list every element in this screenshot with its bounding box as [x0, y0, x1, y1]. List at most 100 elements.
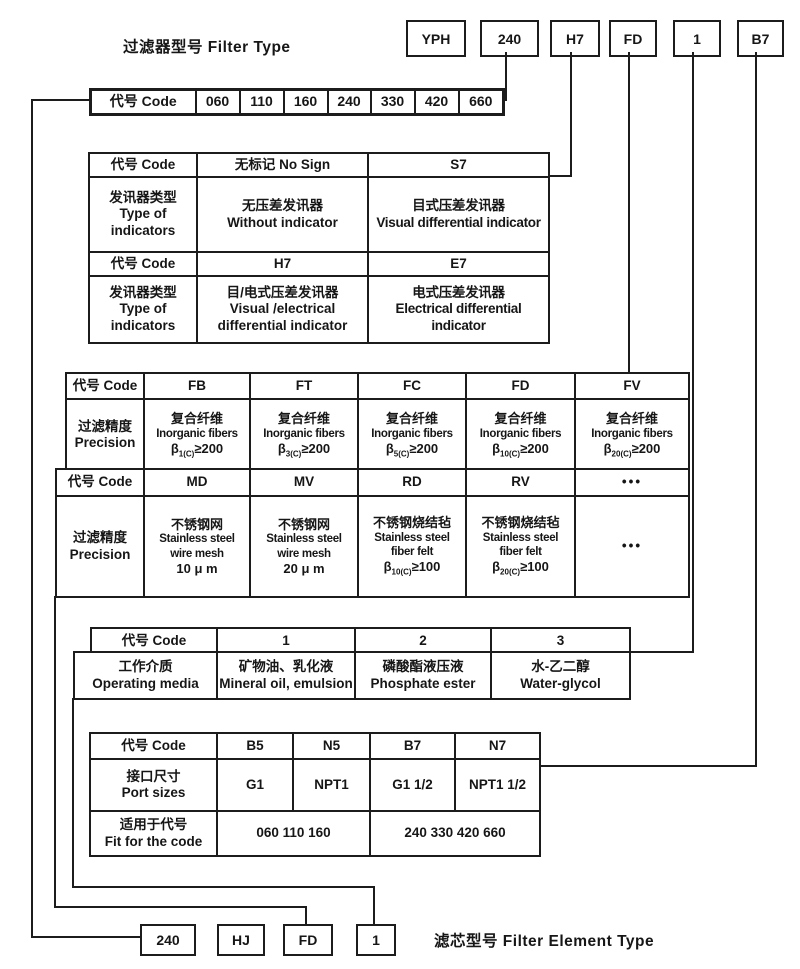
- cell: G1: [216, 758, 294, 812]
- cell: RD: [357, 468, 467, 497]
- connector-line: [570, 52, 572, 177]
- element-code-box-precision: FD: [283, 924, 333, 956]
- element-code-box-size: 240: [140, 924, 196, 956]
- connector-line: [31, 99, 91, 101]
- precision-cn: 复合纤维: [170, 410, 223, 426]
- cell: 不锈钢烧结毡 Stainless steel fiber felt β10(C)…: [357, 495, 467, 598]
- model-code-box-indicator: H7: [550, 20, 600, 57]
- cell: 160: [282, 88, 329, 116]
- precision-cn: 复合纤维: [494, 410, 547, 426]
- precision-en: Inorganic fibers: [371, 427, 453, 440]
- precision-cn: 不锈钢网: [277, 516, 330, 532]
- connector-line: [373, 886, 375, 926]
- precision-upper-table: 代号 Code FB FT FC FD FV 过滤精度 Precision 复合…: [65, 372, 690, 472]
- beta-formula: β5(C)≥200: [385, 440, 439, 459]
- cell: 目/电式压差发讯器 Visual /electrical differentia…: [196, 275, 369, 344]
- cell: B7: [369, 732, 456, 760]
- precision-cn: 不锈钢烧结毡: [481, 515, 560, 531]
- cell: 不锈钢烧结毡 Stainless steel fiber felt β20(C)…: [465, 495, 576, 598]
- cell: 磷酸酯液压液 Phosphate ester: [354, 651, 492, 700]
- cell: 不锈钢网 Stainless steel wire mesh 10 μ m: [143, 495, 251, 598]
- cell: 过滤精度 Precision: [65, 398, 145, 472]
- cell: 代号 Code: [88, 251, 198, 277]
- cell: 无压差发讯器 Without indicator: [196, 176, 369, 253]
- cell: FC: [357, 372, 467, 400]
- connector-line: [627, 651, 694, 653]
- cell: FV: [574, 372, 690, 400]
- precision-en: Inorganic fibers: [479, 427, 562, 440]
- connector-line: [54, 596, 56, 908]
- precision-cn: 不锈钢网: [170, 516, 223, 532]
- connector-line: [305, 906, 307, 926]
- beta-formula: β10(C)≥200: [492, 440, 549, 459]
- cell: 复合纤维 Inorganic fibers β3(C)≥200: [249, 398, 359, 472]
- operating-media-table-codes: 代号 Code 1 2 3: [90, 627, 631, 655]
- micron-size: 20 μ m: [283, 560, 325, 576]
- cell: •••: [574, 495, 690, 598]
- cell: 发讯器类型 Type of indicators: [88, 275, 198, 344]
- model-code-box-media: 1: [673, 20, 721, 57]
- precision-cn: 复合纤维: [605, 410, 658, 426]
- cell: 110: [238, 88, 285, 116]
- cell: 过滤精度 Precision: [55, 495, 145, 598]
- precision-cn: 不锈钢烧结毡: [372, 515, 451, 531]
- cell: S7: [367, 152, 550, 178]
- connector-line: [628, 52, 630, 374]
- model-code-box-port: B7: [737, 20, 784, 57]
- cell: NPT1 1/2: [454, 758, 541, 812]
- connector-line: [505, 52, 507, 101]
- cell: •••: [574, 468, 690, 497]
- precision-cn: 复合纤维: [277, 410, 330, 426]
- connector-line: [72, 698, 74, 888]
- cell: 代号 Code: [65, 372, 145, 400]
- model-code-box-size: 240: [480, 20, 539, 57]
- cell: 330: [369, 88, 416, 116]
- model-code-box-series: YPH: [406, 20, 466, 57]
- operating-media-table-desc: 工作介质 Operating media 矿物油、乳化液 Mineral oil…: [73, 651, 631, 700]
- precision-en: Inorganic fibers: [156, 427, 238, 440]
- cell: 240: [326, 88, 372, 116]
- cell: 420: [413, 88, 460, 116]
- cell: 复合纤维 Inorganic fibers β20(C)≥200: [574, 398, 690, 472]
- cell: N7: [454, 732, 541, 760]
- cell: 接口尺寸 Port sizes: [89, 758, 218, 812]
- cell: NPT1: [292, 758, 371, 812]
- cell: H7: [196, 251, 369, 277]
- cell: 660: [457, 88, 505, 116]
- cell: 复合纤维 Inorganic fibers β10(C)≥200: [465, 398, 576, 472]
- cell: FD: [465, 372, 576, 400]
- cell: 代号 Code: [89, 88, 197, 116]
- size-code-table: 代号 Code 060 110 160 240 330 420 660: [89, 88, 505, 116]
- cell: B5: [216, 732, 294, 760]
- cell: FB: [143, 372, 251, 400]
- cell: RV: [465, 468, 576, 497]
- cell: 发讯器类型 Type of indicators: [88, 176, 198, 253]
- cell: E7: [367, 251, 550, 277]
- cell: 无标记 No Sign: [196, 152, 369, 178]
- precision-en: Stainless steel wire mesh: [266, 533, 342, 560]
- beta-formula: β20(C)≥200: [603, 440, 661, 459]
- cell: G1 1/2: [369, 758, 456, 812]
- filter-element-type-title: 滤芯型号 Filter Element Type: [434, 933, 655, 950]
- precision-en: Inorganic fibers: [591, 427, 673, 440]
- precision-en: Stainless steel wire mesh: [159, 533, 235, 560]
- cell: 代号 Code: [55, 468, 145, 497]
- precision-cn: 复合纤维: [385, 410, 438, 426]
- beta-formula: β3(C)≥200: [277, 440, 331, 459]
- connector-line: [537, 765, 757, 767]
- cell: 目式压差发讯器 Visual differential indicator: [367, 176, 550, 253]
- cell: 矿物油、乳化液 Mineral oil, emulsion: [216, 651, 356, 700]
- cell: 复合纤维 Inorganic fibers β1(C)≥200: [143, 398, 251, 472]
- connector-line: [755, 52, 757, 767]
- precision-en: Stainless steel fiber felt: [482, 532, 559, 559]
- cell: MD: [143, 468, 251, 497]
- precision-en: Inorganic fibers: [263, 427, 345, 440]
- cell: 电式压差发讯器 Electrical differential indicato…: [367, 275, 550, 344]
- cell: 水-乙二醇 Water-glycol: [490, 651, 631, 700]
- cell: 代号 Code: [89, 732, 218, 760]
- cell: 3: [490, 627, 631, 655]
- cell: 060: [194, 88, 241, 116]
- port-size-table: 代号 Code B5 N5 B7 N7 接口尺寸 Port sizes G1 N…: [89, 732, 541, 857]
- connector-line: [72, 886, 375, 888]
